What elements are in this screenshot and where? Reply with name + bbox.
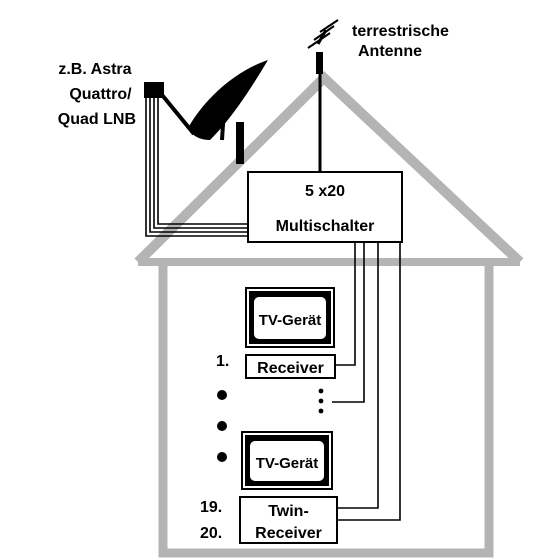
continuation-dots-large [217, 390, 227, 462]
continuation-dots-small [318, 388, 324, 414]
tv-set-1: TV-Gerät [245, 287, 335, 348]
twin-receiver-number-20: 20. [200, 525, 222, 542]
receiver-1-label: Receiver [257, 360, 324, 377]
lnb-head [144, 82, 164, 98]
multiswitch-ports-label: 5 x20 [305, 183, 345, 200]
tv-set-2: TV-Gerät [241, 431, 333, 490]
antenna-label: terrestrische Antenne [352, 23, 453, 60]
receiver-1: Receiver [245, 354, 336, 379]
twin-receiver-label-top: Twin- [268, 503, 309, 520]
twin-receiver-label-bottom: Receiver [255, 525, 322, 542]
multiswitch-name-label: Multischalter [276, 218, 375, 235]
house-outline [134, 71, 524, 558]
twin-receiver: Twin- Receiver [239, 496, 338, 544]
cable-dots [332, 242, 365, 403]
dish-reflector [188, 60, 268, 140]
cable-twin-2 [337, 242, 401, 521]
dish-mast [236, 122, 244, 164]
receiver-1-number: 1. [216, 353, 229, 370]
house-roof [134, 71, 524, 266]
terrestrial-antenna-icon [307, 19, 339, 175]
cable-twin-1 [337, 242, 379, 509]
twin-receiver-number-19: 19. [200, 499, 222, 516]
house-walls [158, 262, 494, 558]
output-cables [332, 242, 401, 521]
lnb-cables [145, 98, 248, 237]
tv-1-label: TV-Gerät [259, 312, 322, 329]
satellite-dish-icon [144, 60, 268, 164]
tv-2-label: TV-Gerät [256, 455, 319, 472]
multiswitch-box: 5 x20 Multischalter [247, 171, 403, 243]
cable-receiver-1 [336, 242, 356, 366]
lnb-label: z.B. Astra Quattro/ Quad LNB [58, 61, 136, 128]
